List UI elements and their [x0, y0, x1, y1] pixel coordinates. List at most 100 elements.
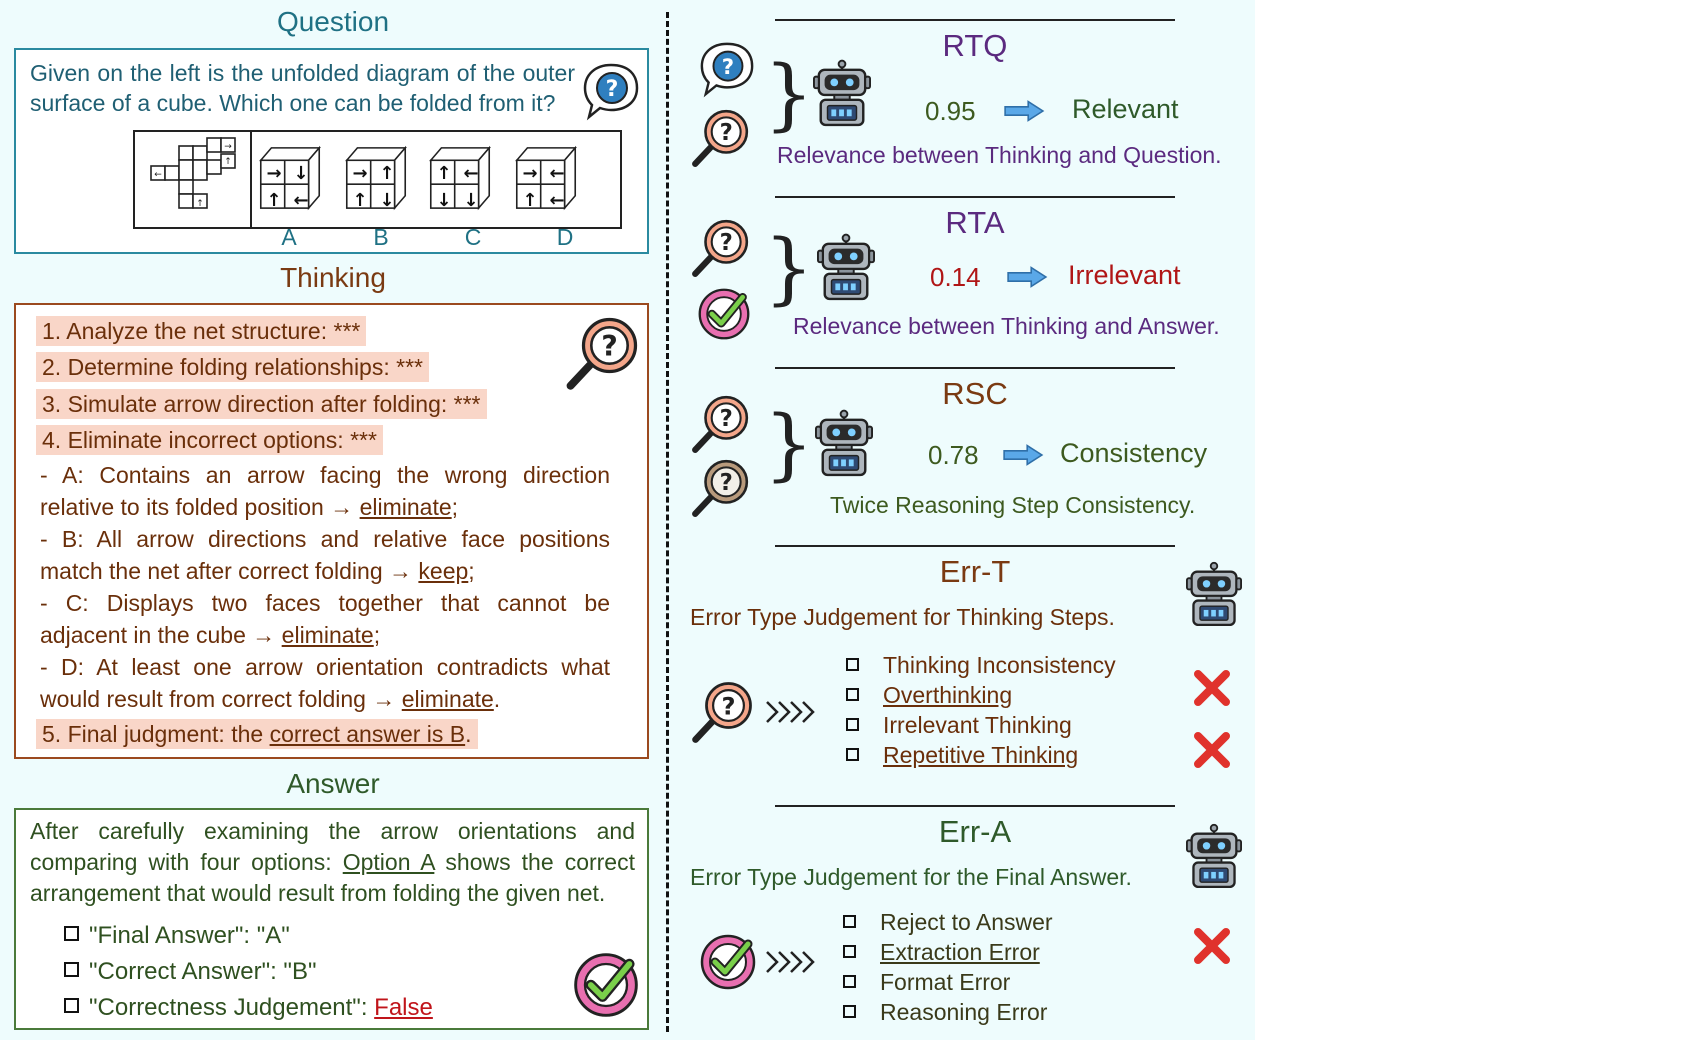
err-a-item-label: Extraction Error: [880, 939, 1040, 965]
err-t-item: Irrelevant Thinking: [846, 710, 1116, 740]
err-t-item-label: Thinking Inconsistency: [883, 652, 1116, 678]
rsc-title: RSC: [942, 376, 1008, 411]
option-label-a: A: [281, 224, 297, 250]
svg-text:↑: ↑: [436, 163, 451, 184]
err-t-item: Overthinking: [846, 680, 1116, 710]
err-t-item: Thinking Inconsistency: [846, 650, 1116, 680]
option-label-c: C: [464, 224, 482, 250]
question-box: Given on the left is the unfolded diagra…: [14, 48, 649, 254]
svg-text:↑: ↑: [196, 199, 204, 209]
option-label-b: B: [373, 224, 389, 250]
err-a-description: Error Type Judgement for the Final Answe…: [690, 864, 1132, 890]
svg-text:→: →: [224, 142, 232, 152]
answer-text-lead: After carefully examining the arrow orie…: [30, 818, 635, 875]
option-a-reason: - A: Contains an arrow facing the wrong …: [40, 462, 610, 520]
section-divider: [666, 12, 669, 1032]
x-mark-icon: [1192, 730, 1232, 770]
magnifier-question-icon: [690, 106, 752, 168]
final-judgment-lead: 5. Final judgment: the: [42, 721, 270, 747]
option-c-reason: - C: Displays two faces together that ca…: [40, 590, 610, 648]
rsc-description: Twice Reasoning Step Consistency.: [830, 492, 1196, 518]
svg-text:↓: ↓: [379, 190, 394, 211]
cube-option-c: ↑ ← ↓ ↓: [429, 142, 491, 211]
answer-text-tail: shows the correct arrangement that would…: [30, 849, 635, 906]
err-a-rule: [775, 805, 1175, 807]
thinking-title: Thinking: [280, 262, 386, 293]
option-d-punct: .: [493, 686, 501, 712]
checkbox-icon: [846, 658, 859, 671]
thinking-final-judgment: 5. Final judgment: the correct answer is…: [36, 719, 478, 749]
svg-text:→: →: [266, 163, 281, 184]
cube-net-diagram: → ↑ ← ↑: [150, 132, 252, 227]
bracket-icon: }: [764, 400, 814, 490]
arrow-right-icon: [1002, 444, 1044, 466]
rta-result: Irrelevant: [1068, 260, 1181, 290]
svg-text:↑: ↑: [522, 190, 537, 211]
correctness-judgement-item: "Correctness Judgement": False: [64, 994, 433, 1022]
err-a-list: Reject to Answer Extraction Error Format…: [843, 907, 1053, 1027]
rtq-score: 0.95: [925, 96, 976, 126]
svg-text:←: ←: [549, 190, 564, 211]
checkbox-icon: [846, 748, 859, 761]
option-b-reason: - B: All arrow directions and relative f…: [40, 526, 610, 584]
thinking-box: 1. Analyze the net structure: *** 2. Det…: [14, 303, 649, 759]
checkbox-icon: [64, 926, 79, 941]
arrow-right-icon: [1006, 266, 1048, 288]
question-bubble-icon: [698, 40, 756, 98]
svg-text:↓: ↓: [436, 190, 451, 211]
question-text: Given on the left is the unfolded diagra…: [30, 60, 575, 116]
checkbox-icon: [843, 945, 856, 958]
magnifier-question-icon: [690, 216, 752, 278]
checkbox-icon: [843, 1005, 856, 1018]
final-judgment-answer: correct answer is B: [269, 721, 466, 747]
rta-score: 0.14: [930, 262, 981, 292]
rsc-score: 0.78: [928, 440, 979, 470]
svg-text:→: →: [352, 163, 367, 184]
err-t-item-label: Overthinking: [883, 682, 1013, 708]
magnifier-brown-icon: [690, 456, 752, 518]
check-badge-icon: [698, 932, 758, 992]
rtq-result: Relevant: [1072, 94, 1179, 124]
option-c-verdict: eliminate: [281, 622, 374, 648]
svg-text:←: ←: [293, 190, 308, 211]
rtq-title: RTQ: [942, 28, 1008, 63]
cube-option-a: →↓ ↑←: [259, 142, 321, 211]
robot-icon: [1186, 822, 1242, 892]
rta-title: RTA: [945, 205, 1005, 240]
x-mark-icon: [1192, 926, 1232, 966]
thinking-step-1: 1. Analyze the net structure: ***: [36, 316, 367, 346]
final-answer-item: "Final Answer": "A": [64, 922, 290, 950]
err-t-rule: [775, 545, 1175, 547]
rta-rule: [775, 196, 1175, 198]
svg-text:←: ←: [463, 163, 478, 184]
thinking-step-4: 4. Eliminate incorrect options: ***: [36, 425, 383, 455]
svg-text:→: →: [522, 163, 537, 184]
thinking-step-3: 3. Simulate arrow direction after foldin…: [36, 389, 487, 419]
svg-text:←: ←: [549, 163, 564, 184]
check-badge-icon: [696, 286, 752, 342]
checkbox-icon: [846, 718, 859, 731]
err-a-item-label: Format Error: [880, 969, 1011, 995]
err-a-item: Reject to Answer: [843, 907, 1053, 937]
checkbox-icon: [64, 962, 79, 977]
thinking-option-a: - A: Contains an arrow facing the wrong …: [40, 459, 610, 523]
rtq-description: Relevance between Thinking and Question.: [777, 142, 1222, 168]
option-label-d: D: [556, 224, 574, 250]
err-t-item-label: Repetitive Thinking: [883, 742, 1079, 768]
option-a-verdict: eliminate: [359, 494, 452, 520]
svg-text:↓: ↓: [463, 190, 478, 211]
checkbox-icon: [843, 975, 856, 988]
thinking-option-d: - D: At least one arrow orientation cont…: [40, 651, 610, 715]
checkbox-icon: [843, 915, 856, 928]
final-judgment-punct: .: [465, 721, 472, 747]
svg-text:←: ←: [154, 170, 162, 180]
bracket-icon: }: [764, 224, 814, 314]
robot-icon: [815, 408, 873, 480]
arrow-right-icon: [1003, 100, 1045, 122]
option-c-punct: ;: [373, 622, 381, 648]
magnifier-question-icon: [690, 392, 752, 454]
rtq-rule: [775, 19, 1175, 21]
err-a-title: Err-A: [938, 814, 1012, 849]
robot-icon: [817, 232, 875, 304]
rta-description: Relevance between Thinking and Answer.: [793, 313, 1220, 339]
